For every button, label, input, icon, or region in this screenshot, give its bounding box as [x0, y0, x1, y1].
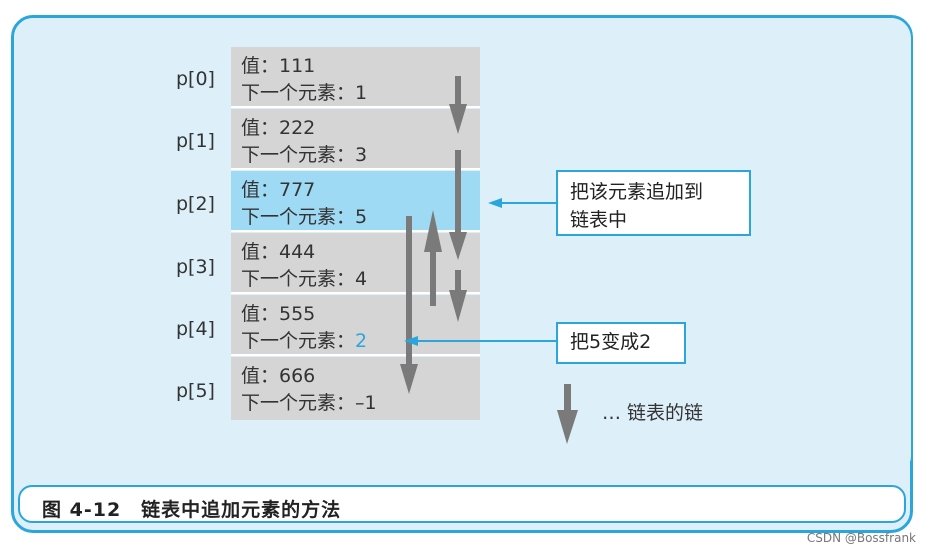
- callout-add-line1: 把该元素追加到: [570, 181, 704, 203]
- down-arrow-icon: [449, 76, 467, 134]
- watermark: CSDN @Bossfrank: [806, 531, 916, 545]
- node-value: 值：777: [241, 179, 316, 201]
- pointer-label-0: p[0]: [176, 68, 215, 90]
- next-value: 5: [355, 206, 368, 228]
- node-value: 值：444: [241, 241, 316, 263]
- legend-text: … 链表的链: [602, 402, 704, 424]
- node-next: 下一个元素：–1: [241, 388, 377, 415]
- node-value: 值：111: [241, 55, 316, 77]
- node-value: 值：555: [241, 303, 316, 325]
- legend-arrow-icon: [557, 384, 578, 444]
- node-next: 下一个元素：3: [241, 140, 367, 167]
- node-cell-5: 值：666 下一个元素：–1: [231, 357, 480, 420]
- down-arrow-icon: [400, 216, 418, 394]
- node-value: 值：222: [241, 117, 316, 139]
- next-value: 4: [355, 268, 368, 290]
- node-next: 下一个元素：4: [241, 264, 367, 291]
- next-value-changed: 2: [355, 330, 368, 352]
- figure-caption: 图 4-12 链表中追加元素的方法: [42, 499, 342, 521]
- pointer-label-2: p[2]: [176, 193, 215, 215]
- callout-add-line2: 链表中: [570, 209, 628, 231]
- next-label: 下一个元素：: [241, 82, 356, 104]
- pointer-label-1: p[1]: [176, 130, 215, 152]
- node-value: 值：666: [241, 365, 316, 387]
- up-arrow-icon: [424, 210, 442, 306]
- down-arrow-icon: [449, 270, 467, 322]
- next-label: 下一个元素：: [241, 144, 356, 166]
- node-cell-1: 值：222 下一个元素：3: [231, 109, 480, 170]
- caption-bar: 图 4-12 链表中追加元素的方法: [14, 477, 911, 531]
- callout-change-text: 把5变成2: [570, 331, 652, 353]
- node-cell-0: 值：111 下一个元素：1: [231, 47, 480, 108]
- callout-add-node: 把该元素追加到 链表中: [556, 170, 751, 236]
- next-label: 下一个元素：: [241, 268, 356, 290]
- node-cell-4: 值：555 下一个元素：2: [231, 295, 480, 356]
- caption-box: 图 4-12 链表中追加元素的方法: [18, 485, 906, 523]
- node-next: 下一个元素：1: [241, 78, 367, 105]
- next-value: –1: [355, 392, 377, 414]
- next-value: 1: [355, 82, 368, 104]
- node-next: 下一个元素：2: [241, 326, 367, 353]
- pointer-label-4: p[4]: [176, 318, 215, 340]
- callout-change-next: 把5变成2: [556, 322, 686, 364]
- next-label: 下一个元素：: [241, 206, 356, 228]
- pointer-label-3: p[3]: [176, 256, 215, 278]
- node-cell-2-new: 值：777 下一个元素：5: [231, 171, 480, 232]
- callout-arrowhead-add: [488, 198, 502, 208]
- callout-arrowhead-change: [404, 336, 418, 346]
- down-arrow-icon: [449, 150, 467, 260]
- next-label: 下一个元素：: [241, 392, 356, 414]
- next-value: 3: [355, 144, 368, 166]
- pointer-label-5: p[5]: [176, 380, 215, 402]
- next-label: 下一个元素：: [241, 330, 356, 352]
- node-next: 下一个元素：5: [241, 202, 367, 229]
